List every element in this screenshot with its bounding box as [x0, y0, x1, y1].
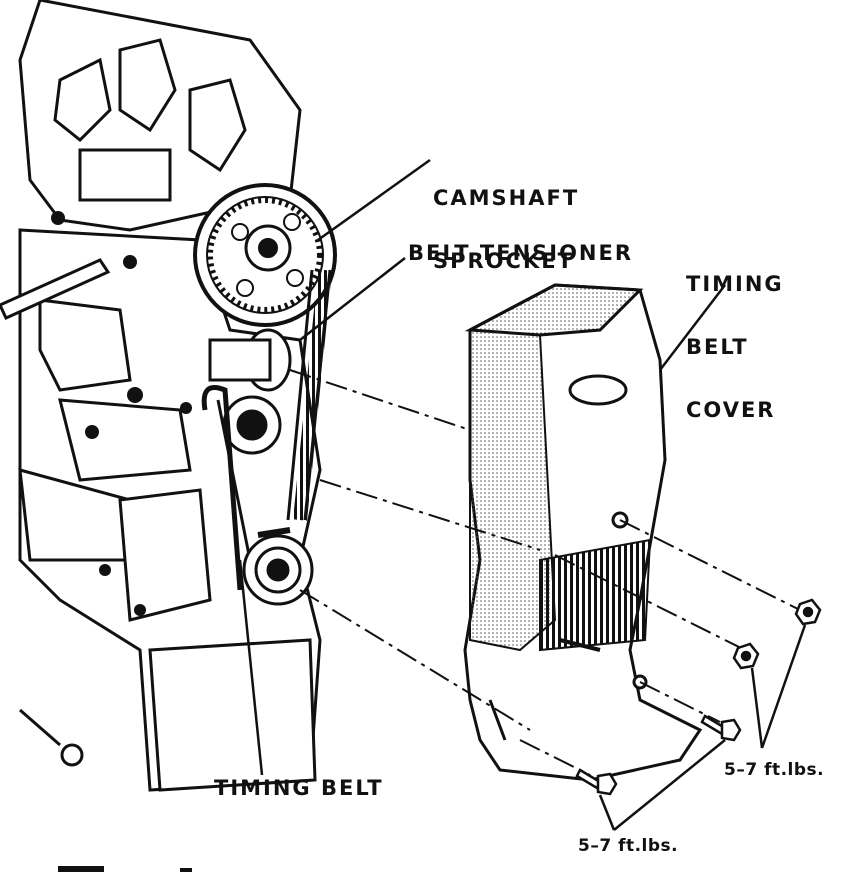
- bolt-bottom: [575, 768, 618, 796]
- timing-belt-label: TIMING BELT: [214, 776, 384, 800]
- block-bolts: [51, 211, 192, 616]
- torque-spec-right: 5–7 ft.lbs.: [724, 760, 825, 780]
- bolt-middle: [700, 714, 742, 742]
- nut-middle: [732, 642, 760, 670]
- crankshaft-sprocket: [242, 527, 314, 606]
- belt-tensioner-label: BELT TENSIONER: [408, 241, 634, 265]
- leader-torque-bottom-b: [613, 739, 726, 831]
- page-fragment: [58, 866, 192, 872]
- camshaft-sprocket-label-line2: SPROCKET: [433, 249, 574, 273]
- timing-belt-cover-label-line3: COVER: [686, 398, 776, 422]
- alignment-lines: [289, 369, 801, 776]
- nut-right: [794, 598, 822, 626]
- leader-lines: [238, 158, 807, 831]
- leader-torque-bottom-a: [598, 794, 616, 831]
- timing-belt-cover: [463, 283, 703, 782]
- timing-belt-cover-label-line1: TIMING: [686, 272, 784, 296]
- camshaft-sprocket-label: CAMSHAFT SPROCKET: [433, 146, 579, 293]
- leader-cover: [659, 284, 726, 371]
- engine-block: [0, 0, 322, 792]
- torque-spec-bottom: 5–7 ft.lbs.: [578, 836, 679, 856]
- leader-torque-right-a: [750, 667, 764, 749]
- timing-belt-cover-label-line2: BELT: [686, 335, 749, 359]
- timing-belt-cover-label: TIMING BELT COVER: [686, 232, 784, 442]
- camshaft-sprocket-label-line1: CAMSHAFT: [433, 186, 580, 210]
- leader-torque-right-b: [760, 624, 807, 749]
- timing-belt-shape: [201, 269, 332, 591]
- leader-belt: [238, 559, 264, 776]
- belt-tensioner: [208, 328, 292, 455]
- leader-camshaft: [317, 158, 431, 242]
- camshaft-sprocket: [193, 183, 337, 327]
- leader-tensioner: [299, 257, 406, 341]
- fasteners: [575, 598, 822, 796]
